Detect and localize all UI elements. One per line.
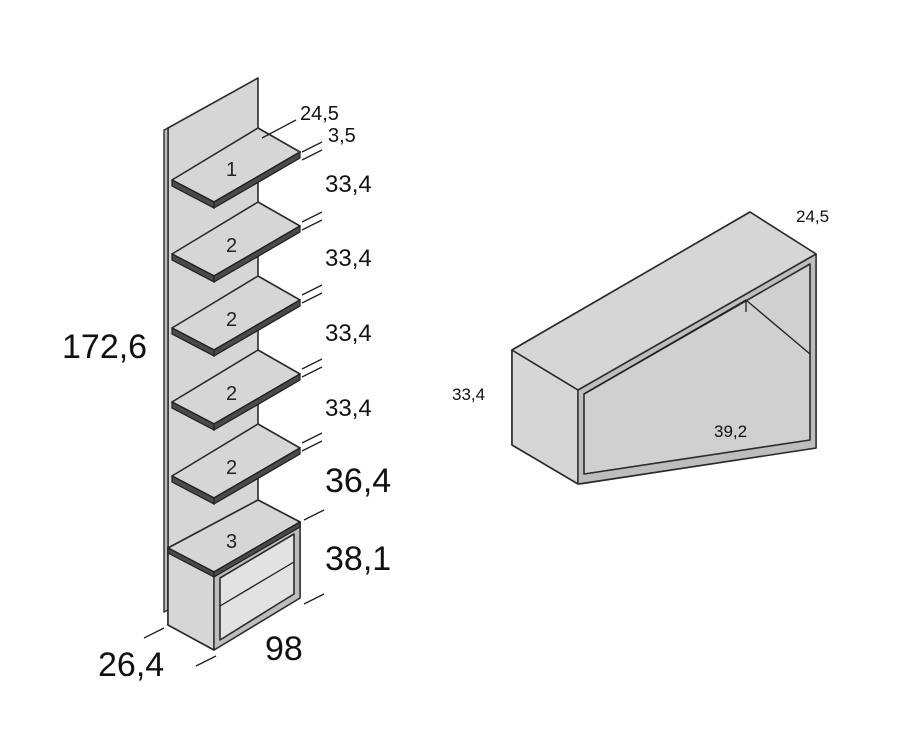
shelf-edge-front — [213, 372, 301, 432]
dim-depth: 26,4 — [98, 646, 164, 684]
module-dim-height: 33,4 — [452, 385, 485, 404]
dim-gap-3: 33,4 — [325, 320, 372, 347]
shelf: 1 — [171, 127, 301, 210]
module-dim-depth: 24,5 — [796, 207, 829, 226]
dim-box-height: 38,1 — [325, 540, 391, 578]
shelf: 2 — [171, 349, 301, 432]
shelf-number-box: 3 — [226, 531, 237, 553]
shelf-edge-front — [213, 150, 301, 210]
module-top — [511, 211, 817, 391]
shelf-number: 2 — [226, 457, 237, 479]
shelf-number: 2 — [226, 383, 237, 405]
dim-width: 98 — [265, 630, 303, 668]
module-drawing: 24,5 33,4 39,2 — [452, 207, 829, 485]
shelf-number: 2 — [226, 309, 237, 331]
shelves: 1 2 2 2 2 — [171, 127, 301, 506]
shelf-number: 2 — [226, 235, 237, 257]
back-panel-edge — [163, 127, 169, 613]
box-top-edge-front — [213, 520, 301, 579]
module-dim-width: 39,2 — [714, 422, 747, 441]
dim-gap-4: 33,4 — [325, 395, 372, 422]
shelf: 2 — [171, 423, 301, 506]
shelf-edge-front — [213, 224, 301, 284]
shelf: 2 — [171, 275, 301, 358]
dim-top-depth: 24,5 — [300, 103, 339, 125]
box-inner-shelf — [219, 561, 295, 607]
dim-total-height: 172,6 — [62, 328, 147, 366]
module-opening — [583, 263, 811, 475]
dim-gap-5: 36,4 — [325, 462, 391, 500]
dim-top-thickness: 3,5 — [328, 125, 356, 147]
bookcase-drawing: 1 2 2 2 2 3 — [62, 77, 391, 684]
shelf-edge-front — [213, 298, 301, 358]
shelf-number: 1 — [226, 159, 237, 181]
bottom-box: 3 — [167, 499, 301, 651]
dim-gap-2: 33,4 — [325, 245, 372, 272]
shelf: 2 — [171, 201, 301, 284]
bookcase-dimension-ticks — [143, 119, 325, 667]
dim-gap-1: 33,4 — [325, 171, 372, 198]
box-opening — [219, 533, 295, 641]
shelf-edge-front — [213, 446, 301, 506]
